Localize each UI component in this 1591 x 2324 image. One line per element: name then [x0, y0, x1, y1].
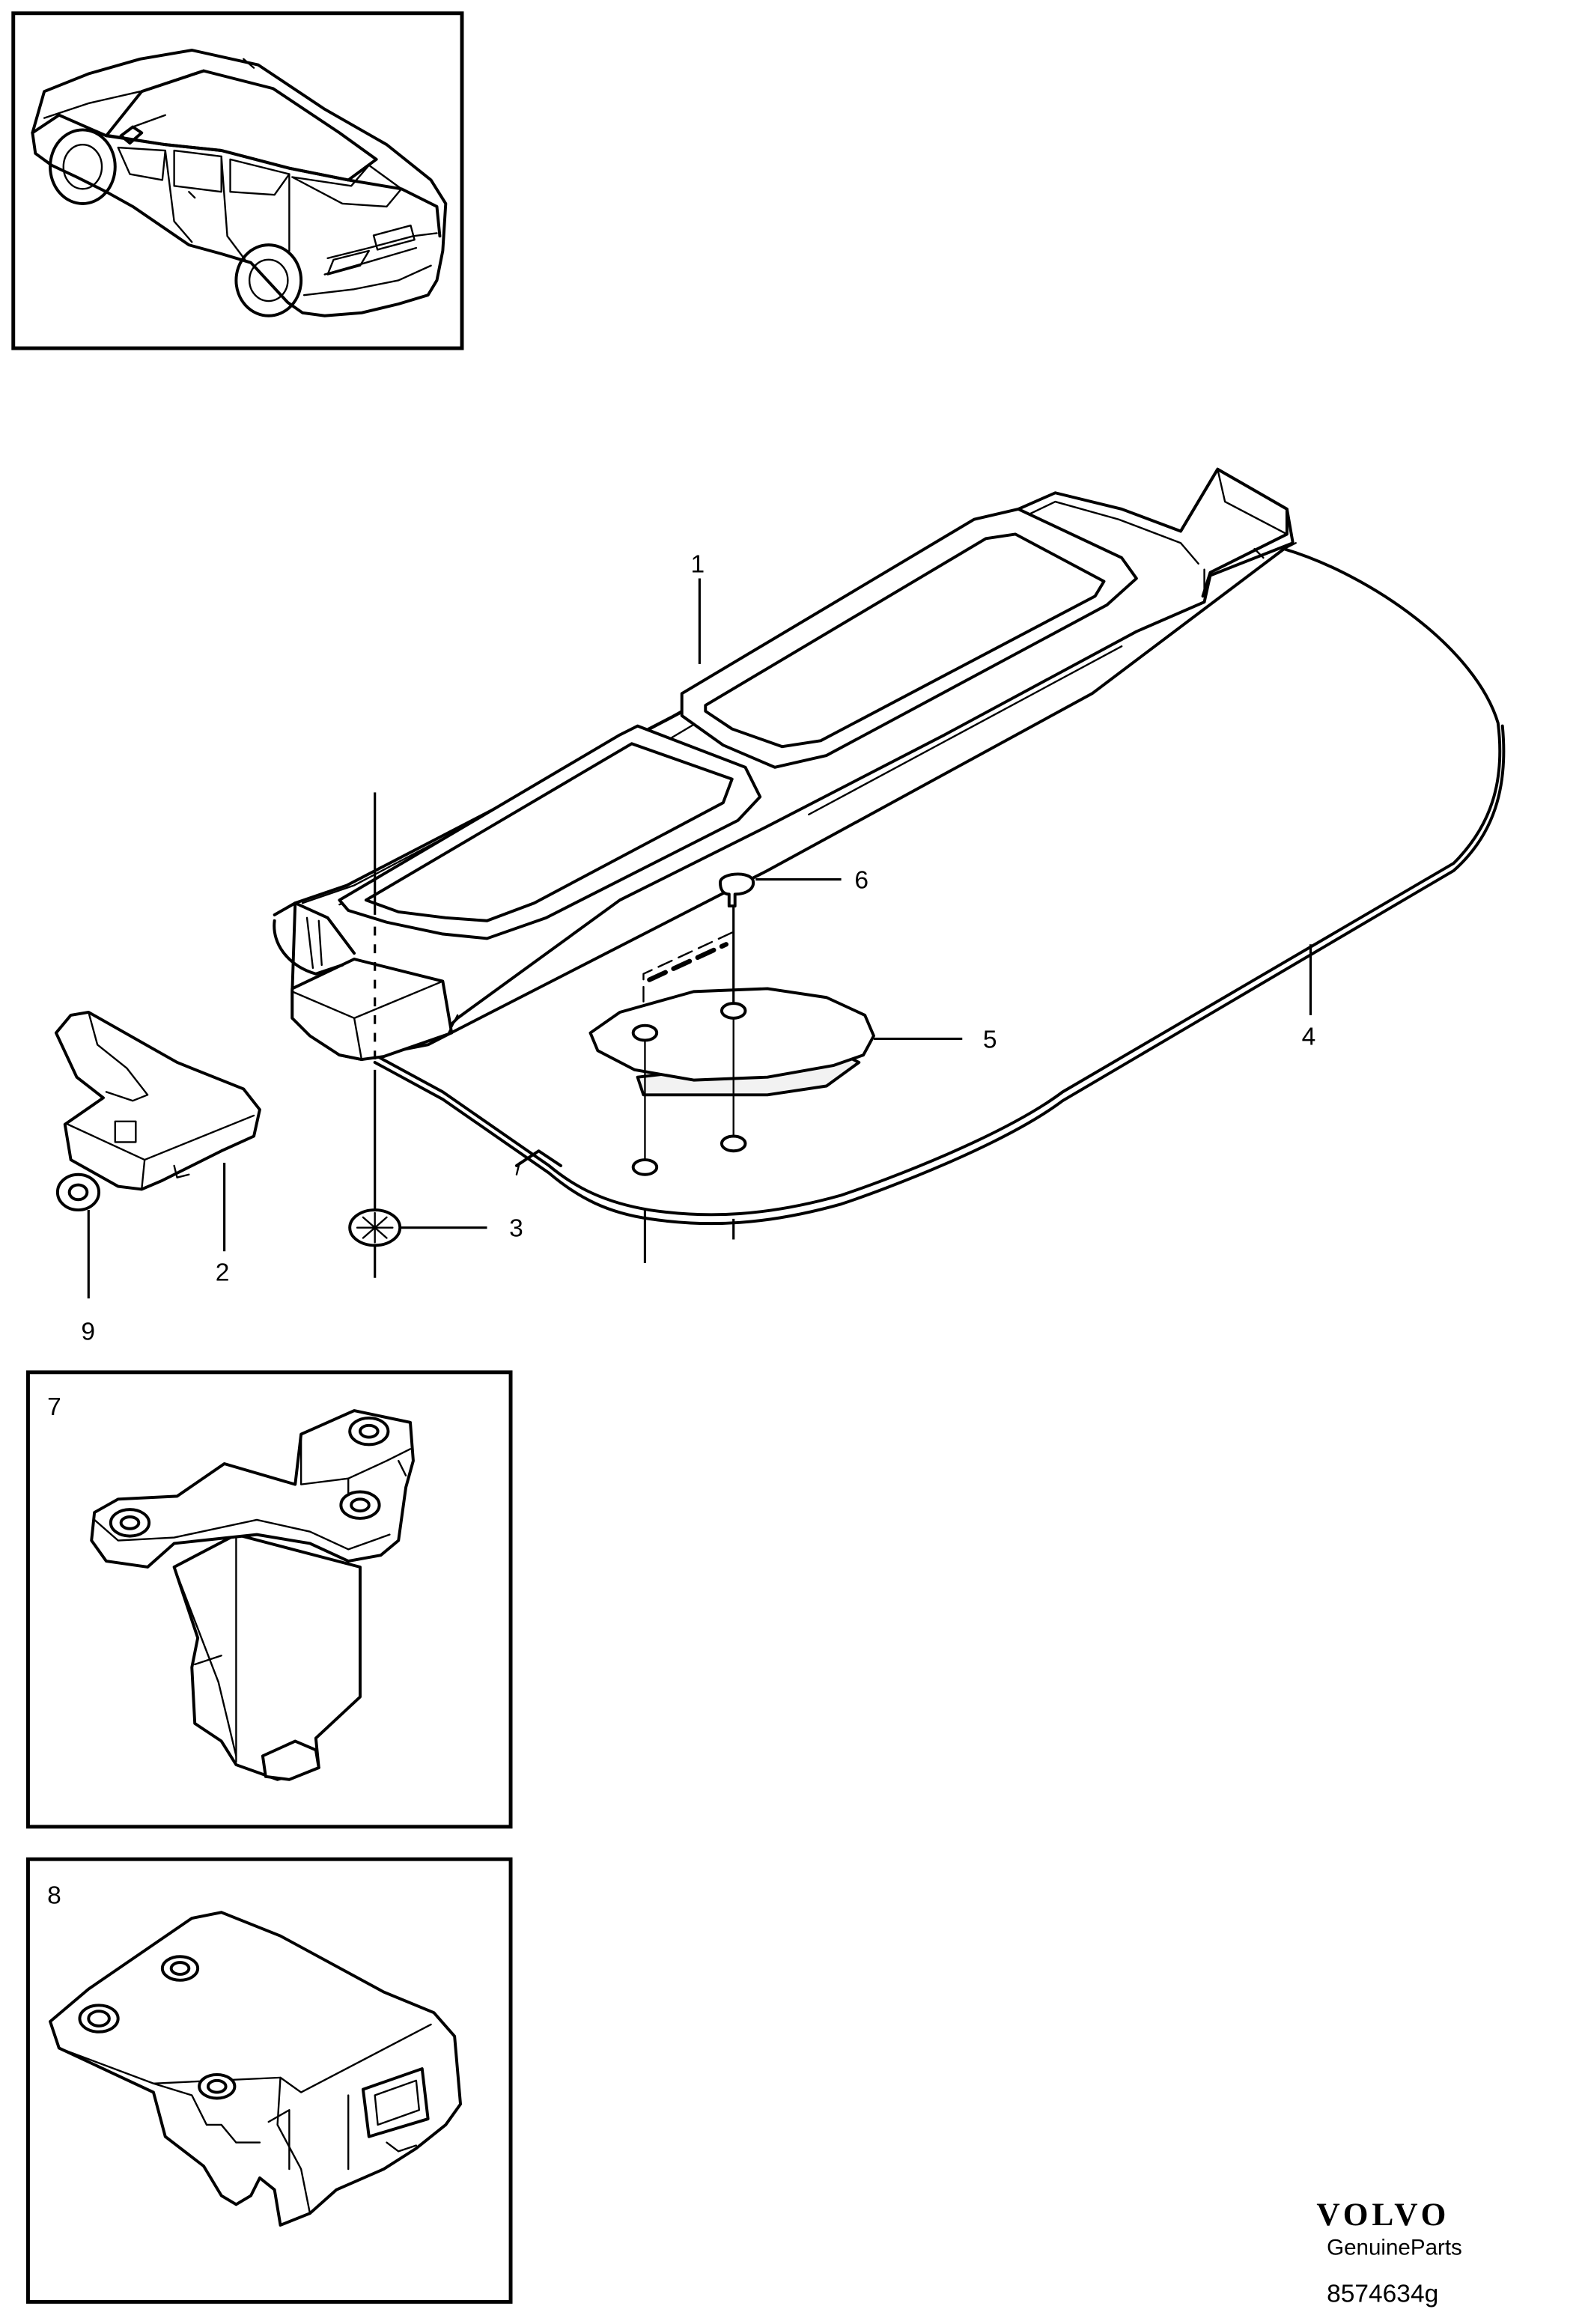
washer-part: [55, 1172, 101, 1299]
visor-front-end: [290, 958, 454, 1062]
callout-3: 3: [509, 1215, 523, 1243]
rivet-part: [642, 872, 755, 1008]
callout-8: 8: [47, 1882, 61, 1909]
mirror-inner-front: [364, 742, 734, 922]
volvo-branding: VOLVO GenuineParts 8574634g: [1316, 2197, 1461, 2308]
brand-logo: VOLVO: [1316, 2197, 1449, 2233]
bracket-8-illustration: [49, 1911, 462, 2227]
sun-visor-assembly: [273, 467, 1506, 1278]
mirror-cover-part: [588, 987, 875, 1176]
car-overview-inset: [11, 11, 464, 350]
callout-4: 4: [1302, 1023, 1316, 1050]
callout-7: 7: [47, 1393, 61, 1421]
cover-part: [54, 1010, 261, 1252]
detail-inset-7: 7: [25, 1370, 513, 1829]
mirror-inner-rear: [704, 532, 1106, 749]
callout-9: 9: [81, 1318, 95, 1345]
detail-inset-8: 8: [25, 1857, 513, 2304]
callout-2: 2: [216, 1259, 230, 1287]
callout-5: 5: [983, 1026, 997, 1053]
callout-1: 1: [691, 551, 705, 579]
callout-6: 6: [854, 866, 868, 894]
car-illustration: [31, 49, 448, 317]
diagram-reference: 8574634g: [1327, 2280, 1438, 2308]
clip-part: [348, 1208, 487, 1247]
brand-subtitle: GenuineParts: [1327, 2235, 1462, 2260]
bracket-7-illustration: [90, 1409, 415, 1781]
